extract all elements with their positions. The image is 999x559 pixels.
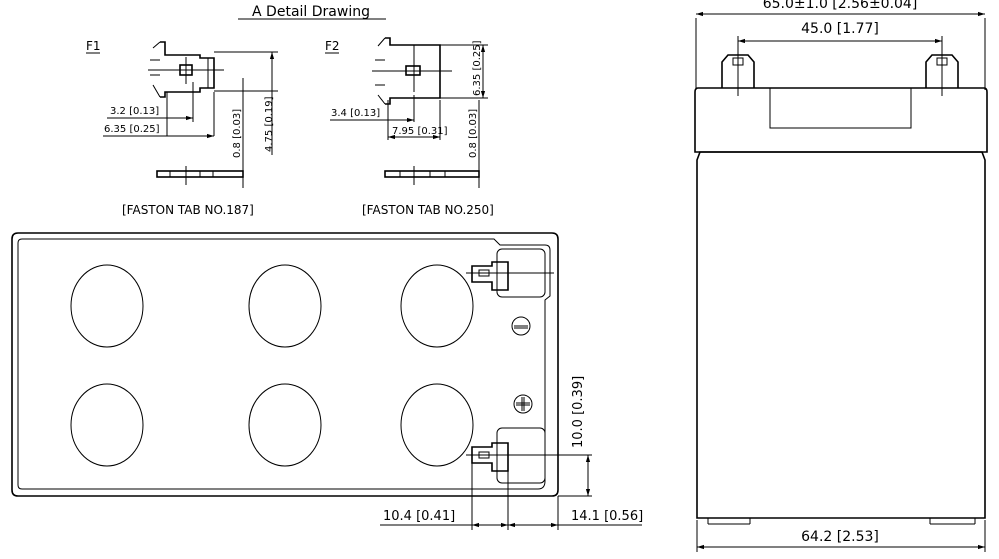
f1-detail: F1 4.75 [0.19] 0.8 [0.03] 3.2 [0.13] 6.3… <box>86 39 278 217</box>
detail-title: A Detail Drawing <box>252 4 370 20</box>
f2-caption: [FASTON TAB NO.250] <box>362 203 494 217</box>
cell-cap <box>248 383 322 467</box>
side-view-top-width-dim: 65.0±1.0 [2.56±0.04] <box>763 0 918 12</box>
top-view-right-dim: 14.1 [0.56] <box>571 509 643 524</box>
f2-thickness-dim: 0.8 [0.03] <box>468 109 479 158</box>
f2-dim-b: 7.95 [0.31] <box>392 126 448 137</box>
cell-cap <box>400 264 474 348</box>
f1-height-dim: 4.75 [0.19] <box>264 96 275 152</box>
f1-thickness-dim: 0.8 [0.03] <box>232 109 243 158</box>
f2-detail: F2 6.35 [0.25] 0.8 [0.03] 3.4 [0.13] 7.9… <box>325 37 494 217</box>
top-view-vertical-dim: 10.0 [0.39] <box>571 376 586 448</box>
cell-cap <box>248 264 322 348</box>
positive-polarity-icon <box>513 394 533 414</box>
f1-dim-a: 3.2 [0.13] <box>110 106 159 117</box>
f2-height-dim: 6.35 [0.25] <box>472 40 483 96</box>
f2-label: F2 <box>325 39 340 53</box>
battery-top-view: 10.0 [0.39] 10.4 [0.41] 14.1 [0.56] <box>11 232 643 530</box>
f1-caption: [FASTON TAB NO.187] <box>122 203 254 217</box>
top-view-left-dim: 10.4 [0.41] <box>383 509 455 524</box>
f1-dim-b: 6.35 [0.25] <box>104 124 160 135</box>
side-view-terminal-spacing-dim: 45.0 [1.77] <box>801 21 879 37</box>
cell-cap <box>70 383 144 467</box>
battery-side-view: 65.0±1.0 [2.56±0.04] 45.0 [1.77] 64.2 [2… <box>694 0 988 552</box>
cell-cap <box>400 383 474 467</box>
f2-dim-a: 3.4 [0.13] <box>331 108 380 119</box>
side-view-bottom-width-dim: 64.2 [2.53] <box>801 529 879 545</box>
cell-cap <box>70 264 144 348</box>
f1-label: F1 <box>86 39 101 53</box>
negative-polarity-icon <box>511 316 531 336</box>
